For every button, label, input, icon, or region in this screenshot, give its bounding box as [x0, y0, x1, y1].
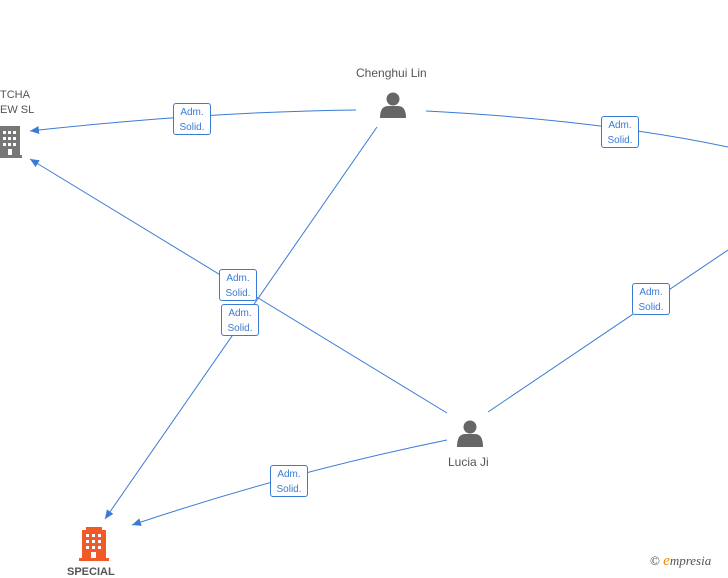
edge-label-line1: Adm.: [180, 107, 204, 118]
edge-label-line2: Solid.: [179, 122, 205, 133]
edge-label-adm-solid[interactable]: Adm. Solid.: [219, 269, 257, 301]
edge-chenghui-to-right: [425, 110, 728, 148]
edge-label-line1: Adm.: [226, 273, 250, 284]
edge-label-adm-solid[interactable]: Adm. Solid.: [601, 116, 639, 148]
edge-label-line1: Adm.: [608, 120, 632, 131]
person-icon[interactable]: [380, 92, 406, 119]
building-icon[interactable]: [79, 527, 109, 561]
edge-label-adm-solid[interactable]: Adm. Solid.: [632, 283, 670, 315]
building-icon[interactable]: [0, 126, 22, 158]
node-label-company-bottom: SPECIAL: [67, 566, 115, 578]
edge-label-adm-solid[interactable]: Adm. Solid.: [221, 304, 259, 336]
node-label-company-top-line2: EW SL: [0, 104, 35, 116]
brand-initial: e: [663, 553, 670, 569]
edge-label-line2: Solid.: [227, 323, 253, 334]
edge-label-line2: Solid.: [225, 288, 251, 299]
person-icon[interactable]: [457, 420, 483, 448]
edge-label-line1: Adm.: [639, 287, 663, 298]
node-label-chenghui-lin: Chenghui Lin: [356, 66, 427, 80]
edge-label-line2: Solid.: [276, 484, 302, 495]
copyright-symbol: ©: [650, 553, 660, 568]
edge-label-adm-solid[interactable]: Adm. Solid.: [173, 103, 211, 135]
edge-lucia-to-right: [487, 249, 728, 413]
edge-label-line2: Solid.: [638, 302, 664, 313]
node-label-company-top-line1: TCHA: [0, 89, 30, 101]
edge-label-adm-solid[interactable]: Adm. Solid.: [270, 465, 308, 497]
edge-label-line2: Solid.: [607, 135, 633, 146]
edge-label-line1: Adm.: [228, 308, 252, 319]
edge-label-line1: Adm.: [277, 469, 301, 480]
node-label-lucia-ji: Lucia Ji: [448, 455, 489, 469]
empresia-watermark: © empresia: [650, 553, 711, 570]
brand-name: mpresia: [669, 553, 712, 568]
